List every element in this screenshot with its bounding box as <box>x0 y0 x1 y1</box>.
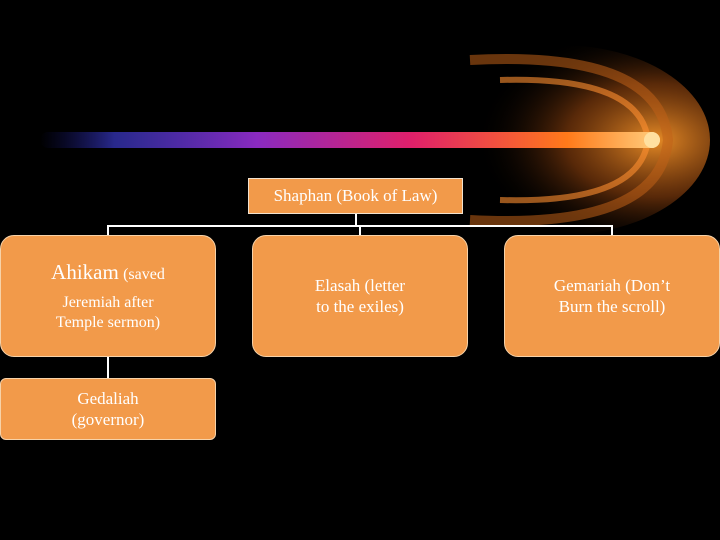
node-ahikam-name: Ahikam <box>51 260 119 284</box>
node-gemariah-line1: Gemariah (Don’t <box>554 275 670 296</box>
node-ahikam-line3: Temple sermon) <box>56 313 160 333</box>
node-shaphan[interactable]: Shaphan (Book of Law) <box>248 178 463 214</box>
node-ahikam-line2: Jeremiah after <box>62 293 153 313</box>
node-gemariah-line2: Burn the scroll) <box>559 296 666 317</box>
node-elasah-line2: to the exiles) <box>316 296 404 317</box>
node-elasah-line1: Elasah (letter <box>315 275 405 296</box>
node-ahikam-title: Ahikam (saved <box>51 259 165 285</box>
node-gedaliah[interactable]: Gedaliah (governor) <box>0 378 216 440</box>
node-gedaliah-line1: Gedaliah <box>77 388 138 409</box>
node-gemariah[interactable]: Gemariah (Don’t Burn the scroll) <box>504 235 720 357</box>
node-ahikam[interactable]: Ahikam (saved Jeremiah after Temple serm… <box>0 235 216 357</box>
connector-grandchild <box>107 357 109 379</box>
node-ahikam-note: (saved <box>123 266 165 283</box>
node-shaphan-label: Shaphan (Book of Law) <box>274 185 438 206</box>
node-gedaliah-line2: (governor) <box>72 409 145 430</box>
node-elasah[interactable]: Elasah (letter to the exiles) <box>252 235 468 357</box>
